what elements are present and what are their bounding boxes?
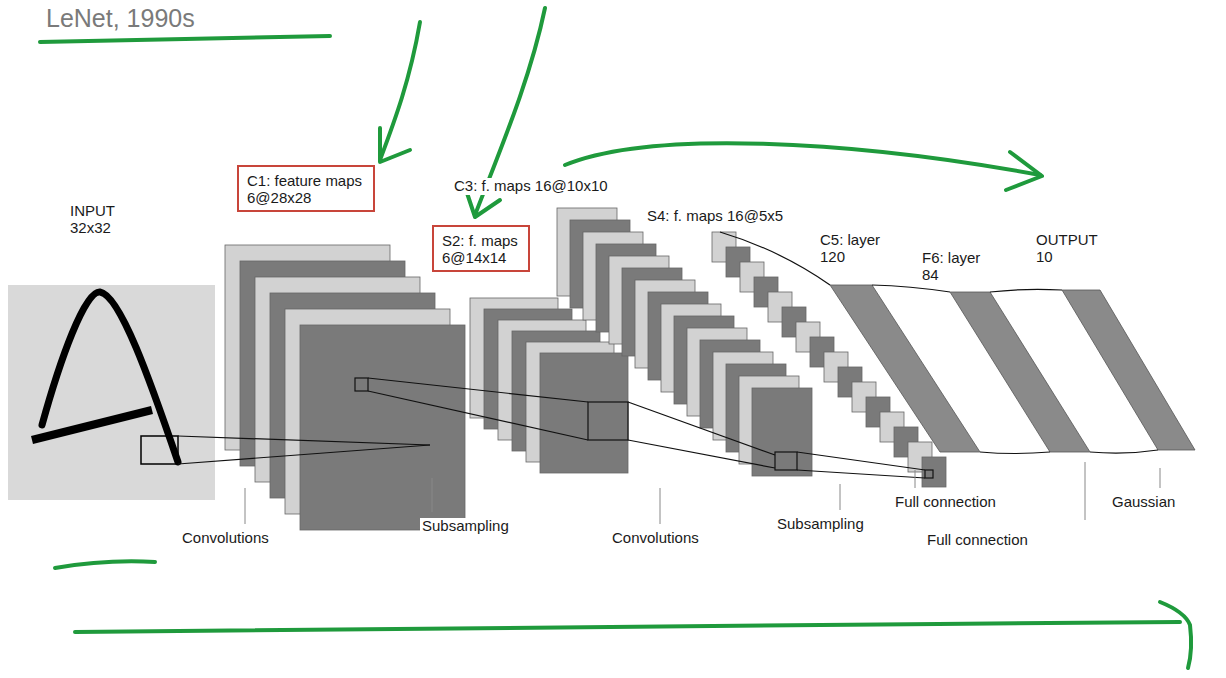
layer-label: Gaussian <box>1110 494 1177 511</box>
layer-label: Full connection <box>925 532 1030 549</box>
layer-label: Full connection <box>893 494 998 511</box>
layer-label: F6: layer 84 <box>920 250 994 283</box>
diagram-title: LeNet, 1990s <box>44 4 197 33</box>
layer-label: C3: f. maps 16@10x10 <box>452 178 610 195</box>
output-band <box>1062 290 1195 450</box>
layer-label: Subsampling <box>775 516 866 533</box>
input-image <box>8 285 215 500</box>
c5-layer-band <box>830 285 980 452</box>
layer-label: Convolutions <box>180 530 271 547</box>
layer-label: C5: layer 120 <box>818 232 892 265</box>
layer-caption: S2: f. maps 6@14x14 <box>442 233 532 266</box>
feature-map <box>922 457 946 487</box>
projection-lines <box>178 232 1158 478</box>
highlight-box: S2: f. maps 6@14x14 <box>432 225 530 272</box>
layer-label: INPUT 32x32 <box>68 203 137 236</box>
layer-label: Convolutions <box>610 530 701 547</box>
layer-label: OUTPUT 10 <box>1034 232 1110 265</box>
feature-map <box>752 388 812 476</box>
feature-map <box>540 353 628 473</box>
receptive-field <box>141 436 178 464</box>
letter-stroke <box>32 410 152 440</box>
layer-label: Subsampling <box>420 518 511 535</box>
feature-map <box>300 325 465 530</box>
highlight-box: C1: feature maps 6@28x28 <box>237 165 375 212</box>
green-annotation <box>40 8 1191 668</box>
f6-layer-band <box>950 292 1090 452</box>
layer-label: S4: f. maps 16@5x5 <box>645 208 785 225</box>
feature-map-stacks <box>225 208 946 530</box>
tick-lines <box>245 462 1160 524</box>
layer-caption: C1: feature maps 6@28x28 <box>247 173 382 206</box>
